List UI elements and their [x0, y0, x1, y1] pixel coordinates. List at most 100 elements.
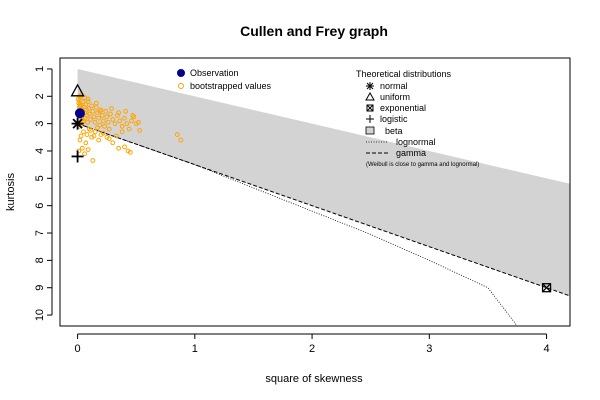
legend-observation-marker — [177, 69, 185, 77]
bootstrap-point — [85, 99, 91, 105]
exponential-point — [541, 283, 552, 293]
bootstrap-point — [137, 128, 143, 133]
normal-point — [71, 117, 84, 130]
bootstrap-point — [89, 103, 95, 109]
y-tick-label: 10 — [34, 309, 46, 321]
y-tick-label: 5 — [34, 175, 46, 181]
y-tick-label: 3 — [34, 121, 46, 127]
x-tick-label: 2 — [309, 343, 315, 355]
legend-bootstrap-label: bootstrapped values — [190, 81, 272, 91]
bootstrap-point — [178, 137, 184, 143]
x-tick-label: 0 — [75, 343, 81, 355]
bootstrap-point — [117, 118, 123, 124]
legend-normal-label: normal — [380, 81, 408, 91]
plot-frame — [59, 57, 571, 327]
x-tick-label: 4 — [543, 343, 549, 355]
bootstrap-point — [82, 151, 88, 157]
x-tick-label: 3 — [426, 343, 432, 355]
chart-title: Cullen and Frey graph — [240, 23, 388, 39]
bootstrap-point — [88, 128, 93, 133]
legend-theoretical-title: Theoretical distributions — [356, 69, 452, 79]
bootstrap-point — [110, 140, 116, 146]
legend-uniform-label: uniform — [380, 92, 410, 102]
legend-observations: Observation bootstrapped values — [177, 68, 272, 91]
observation-point — [74, 108, 85, 119]
bootstrap-point — [90, 108, 96, 114]
bootstrap-point — [85, 147, 91, 153]
bootstrap-point — [136, 119, 141, 125]
y-tick-label: 2 — [34, 93, 46, 99]
bootstrap-point — [77, 137, 83, 143]
bootstrap-point — [97, 122, 103, 128]
bootstrap-point — [124, 121, 130, 127]
bootstrap-point — [96, 115, 102, 121]
reference-points — [70, 83, 552, 293]
bootstrap-point — [95, 125, 100, 131]
y-tick-label: 4 — [34, 148, 46, 154]
bootstrap-point — [83, 140, 89, 146]
y-axis-label: kurtosis — [5, 173, 17, 211]
x-axis: 0 1 2 3 4 — [75, 333, 550, 355]
bootstrap-point — [88, 117, 93, 122]
beta-region — [77, 68, 570, 296]
bootstrap-point — [97, 108, 103, 114]
bootstrap-point — [86, 106, 92, 111]
legend-uniform-marker — [365, 91, 375, 101]
bootstrap-point — [99, 113, 105, 118]
logistic-point — [71, 150, 84, 163]
uniform-point — [70, 83, 85, 97]
bootstrap-point — [123, 108, 129, 114]
bootstrap-point — [100, 118, 106, 124]
bootstrap-point — [105, 119, 111, 125]
bootstrap-point — [115, 113, 120, 118]
gamma-line — [77, 123, 570, 297]
x-tick-label: 1 — [192, 343, 198, 355]
bootstrap-point — [122, 144, 127, 150]
bootstrap-point — [83, 102, 89, 107]
legend-observation-label: Observation — [190, 68, 239, 78]
bootstrap-point — [81, 129, 86, 135]
bootstrap-point — [93, 100, 99, 106]
bootstrap-point — [92, 119, 98, 125]
bootstrap-point — [113, 133, 119, 139]
y-tick-label: 7 — [34, 230, 46, 236]
lognormal-line — [77, 123, 518, 326]
bootstrap-point — [100, 130, 106, 136]
bootstrap-point — [106, 136, 112, 142]
bootstrap-point — [90, 158, 96, 163]
bootstrap-point — [78, 133, 84, 139]
bootstrap-point — [119, 129, 125, 135]
bootstrap-point — [79, 145, 85, 151]
bootstrap-point — [122, 115, 127, 121]
bootstrap-point — [119, 123, 125, 129]
bootstrap-point — [108, 111, 113, 117]
bootstrap-point — [91, 114, 97, 120]
bootstrap-point — [109, 106, 114, 111]
legend-normal-marker — [366, 82, 374, 90]
bootstrap-point — [112, 121, 118, 127]
bootstrap-point — [130, 113, 136, 118]
bootstrap-point — [174, 132, 180, 137]
legend-beta-label: beta — [385, 126, 403, 136]
legend-bootstrap-marker — [178, 83, 184, 89]
bootstrap-point — [86, 111, 92, 117]
bootstrap-point — [102, 123, 107, 129]
bootstrap-point — [104, 114, 110, 120]
legend-theoretical: Theoretical distributions normal uniform… — [356, 69, 479, 168]
bootstrap-point — [110, 117, 116, 122]
bootstrap-point — [85, 119, 90, 125]
y-tick-label: 9 — [34, 285, 46, 291]
bootstrap-point — [116, 145, 122, 151]
y-tick-label: 8 — [34, 257, 46, 263]
bootstrap-point — [126, 126, 132, 132]
legend-weibull-note: (Weibull is close to gamma and lognormal… — [366, 162, 479, 168]
legend-logistic-marker — [366, 115, 374, 123]
plot-area — [70, 68, 570, 326]
bootstrap-point — [106, 126, 112, 132]
bootstrap-point — [84, 132, 90, 137]
bootstrap-point — [91, 133, 97, 139]
bootstrap-point — [96, 137, 102, 143]
